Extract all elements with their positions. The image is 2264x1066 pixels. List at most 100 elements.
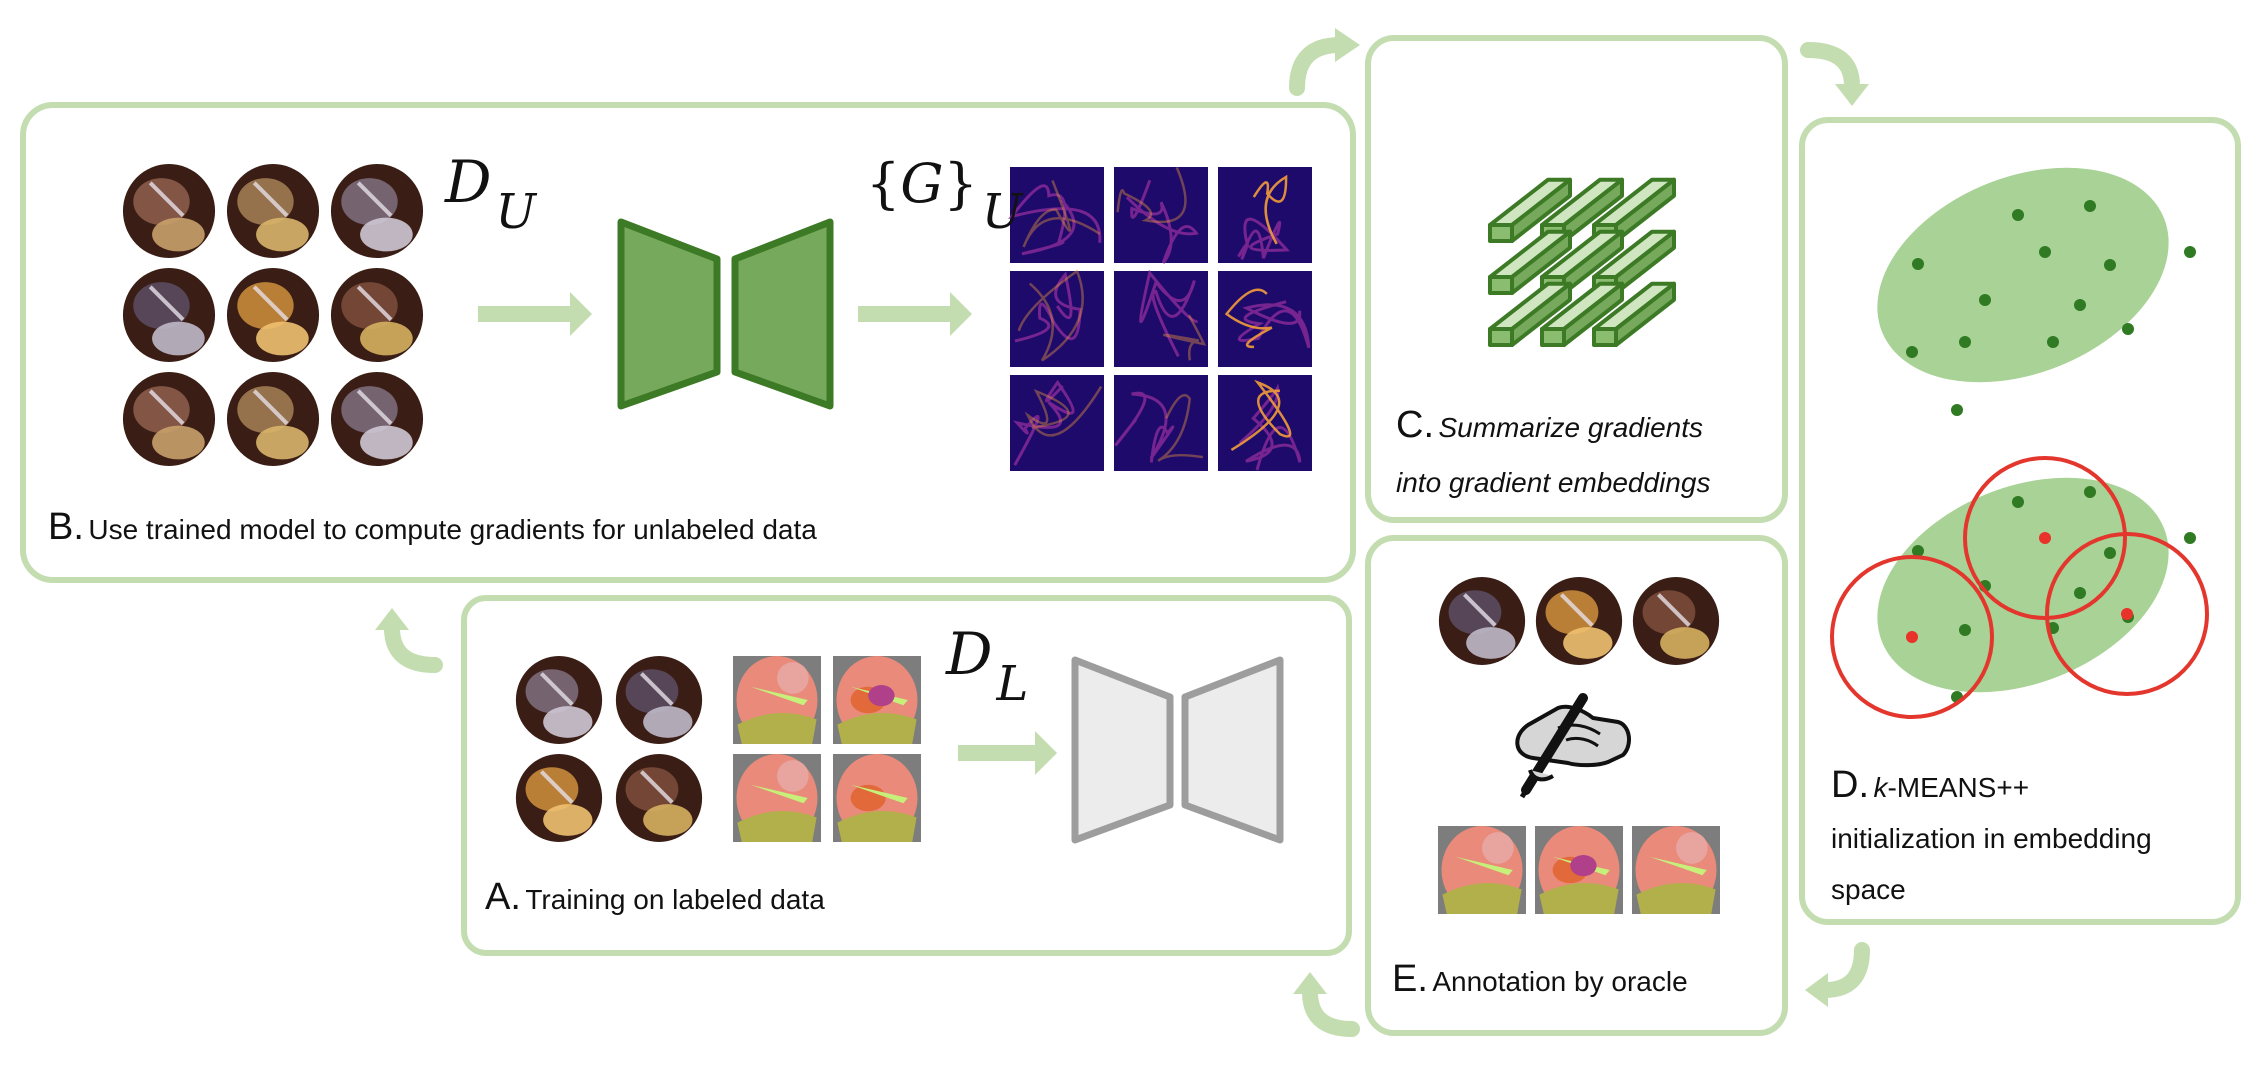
encoder-trapezoid [617,218,721,410]
embedding-point [2122,323,2134,335]
panel-b-caption: B. Use trained model to compute gradient… [48,506,817,549]
gradient-heatmap-thumb [1007,167,1104,263]
selected-image-thumb [1438,577,1526,665]
gradient-heatmap-thumb [1114,269,1208,367]
segmentation-mask-thumb [733,656,821,744]
segmentation-mask-thumb [833,754,921,842]
panel-d-text-line3: space [1831,874,1906,905]
embedding-point [2012,209,2024,221]
embedding-bar-icon [1540,281,1624,347]
arrow-a-to-b-head-icon [375,608,409,630]
labeled-image-thumb [515,754,603,842]
selected-center-point [1906,631,1918,643]
dataset-unlabeled-symbol: DU [445,148,536,240]
gradient-heatmap-thumb [1010,269,1104,367]
labeled-image-thumb [615,656,703,744]
arrow-model-to-gradients-icon [858,306,953,322]
embedding-point [2084,486,2096,498]
segmentation-mask-thumb [733,754,821,842]
embedding-cluster-ellipse [1877,167,2169,383]
embedding-scatter-top [1877,167,2196,416]
selected-image-thumb [1535,577,1623,665]
panel-e-letter: E. [1392,958,1428,1000]
selected-image-thumb [1632,577,1720,665]
embedding-bar-icon [1488,229,1572,295]
arrow-d-to-e-head-icon [1805,973,1828,1007]
panel-c-letter: C. [1396,404,1434,446]
kmeans-radius-circle [1830,555,1994,719]
gradient-heatmap-thumb [1218,271,1312,367]
unlabeled-image-thumb [226,372,320,466]
gradient-embedding-bars-icon [1488,177,1676,347]
labeled-image-thumb [515,656,603,744]
arrow-b-to-c-icon [1289,37,1348,96]
embedding-point [2104,547,2116,559]
panel-a-flow-arrow [958,731,1057,775]
unlabeled-image-thumb [226,268,320,362]
embedding-point [2074,299,2086,311]
panel-b-flow-arrows [478,292,972,336]
kmeans-radius-circle [2045,532,2209,696]
embedding-point [1912,545,1924,557]
labeled-image-grid [515,656,703,842]
arrow-a-to-b-icon [384,620,443,673]
arrow-c-to-d-head-icon [1835,84,1869,106]
unlabeled-image-grid [122,164,424,466]
panel-a-text: Training on labeled data [525,884,825,915]
selected-center-point [2039,532,2051,544]
kmeans-radius-circle [1963,456,2127,620]
arrow-e-to-a-head-icon [1293,972,1327,994]
panel-e-text: Annotation by oracle [1432,966,1688,997]
unlabeled-image-thumb [330,372,424,466]
unlabeled-image-thumb [226,164,320,258]
embedding-point [2047,336,2059,348]
panel-a-letter: A. [485,876,521,918]
panel-e-box [1365,535,1788,1036]
panel-d-letter: D. [1831,764,1869,806]
gradient-heatmap-thumb [1218,375,1312,471]
embedding-point [2074,587,2086,599]
decoder-trapezoid [1181,656,1284,844]
annotated-mask-row [1438,826,1720,914]
gradients-unlabeled-symbol: {G}U [866,152,1023,240]
embedding-point [2184,532,2196,544]
embedding-point [1979,294,1991,306]
trained-network-icon [617,218,834,410]
annotated-mask-thumb [1535,826,1623,914]
panel-b-letter: B. [48,506,84,548]
labeled-image-thumb [615,754,703,842]
embedding-point [1906,346,1918,358]
embedding-point [1912,258,1924,270]
selected-image-row [1438,577,1720,665]
embedding-point [2084,200,2096,212]
embedding-point [2012,496,2024,508]
arrow-d-to-e-icon [1817,942,1870,998]
segmentation-mask-grid [733,656,921,842]
embedding-bar-icon [1488,177,1572,243]
panel-c-box [1365,35,1788,523]
panel-a-box [461,595,1352,956]
arrow-data-to-untrained-model-icon [958,745,1038,761]
annotated-mask-thumb [1632,826,1720,914]
embedding-point [2039,246,2051,258]
embedding-cluster-ellipse [1877,477,2169,693]
arrow-b-to-c-head-icon [1335,28,1360,62]
decoder-trapezoid [731,218,834,410]
gradient-heatmap-grid [1007,166,1312,471]
gradient-heatmap-thumb [1114,166,1208,264]
embedding-point [1959,624,1971,636]
embedding-point [2184,246,2196,258]
panel-d-caption: D. k-MEANS++ initialization in embedding… [1831,762,2152,918]
encoder-trapezoid [1071,656,1174,844]
untrained-network-icon [1071,656,1284,844]
arrow-e-to-a-icon [1302,984,1360,1037]
arrow-images-to-model-icon [478,306,573,322]
gradient-heatmap-thumb [1010,375,1104,471]
panel-b-text: Use trained model to compute gradients f… [88,514,817,545]
unlabeled-image-thumb [122,268,216,362]
segmentation-mask-thumb [833,656,921,744]
unlabeled-image-thumb [330,164,424,258]
hand-writing-pen-icon [1515,693,1631,799]
panel-e-caption: E. Annotation by oracle [1392,958,1688,1001]
